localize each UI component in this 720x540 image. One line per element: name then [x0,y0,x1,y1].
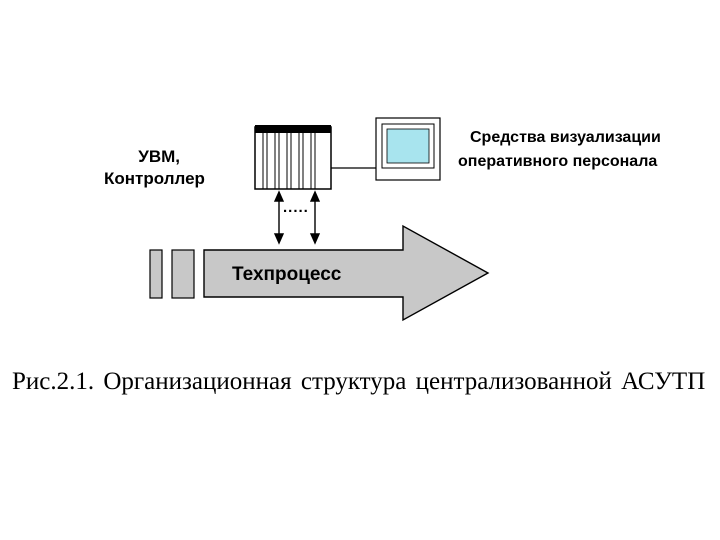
visualization-label-line2: оперативного персонала [458,153,658,170]
process-label: Техпроцесс [232,264,342,285]
controller-rack-icon [254,125,332,190]
process-arrow-icon [203,224,490,322]
monitor-icon [375,117,441,181]
controller-label: УВМ, Контроллер [104,146,205,190]
data-exchange-arrows [273,190,321,245]
visualization-label-line1: Средства визуализации [470,129,661,146]
visualization-label: Средства визуализации оперативного персо… [458,126,661,174]
process-block-1 [149,249,163,299]
controller-label-line1: УВМ, [138,147,180,166]
controller-label-line2: Контроллер [104,169,205,188]
process-block-2 [171,249,195,299]
link-dots: ..... [283,199,309,216]
figure-caption: Рис.2.1. Организационная структура центр… [12,368,706,395]
